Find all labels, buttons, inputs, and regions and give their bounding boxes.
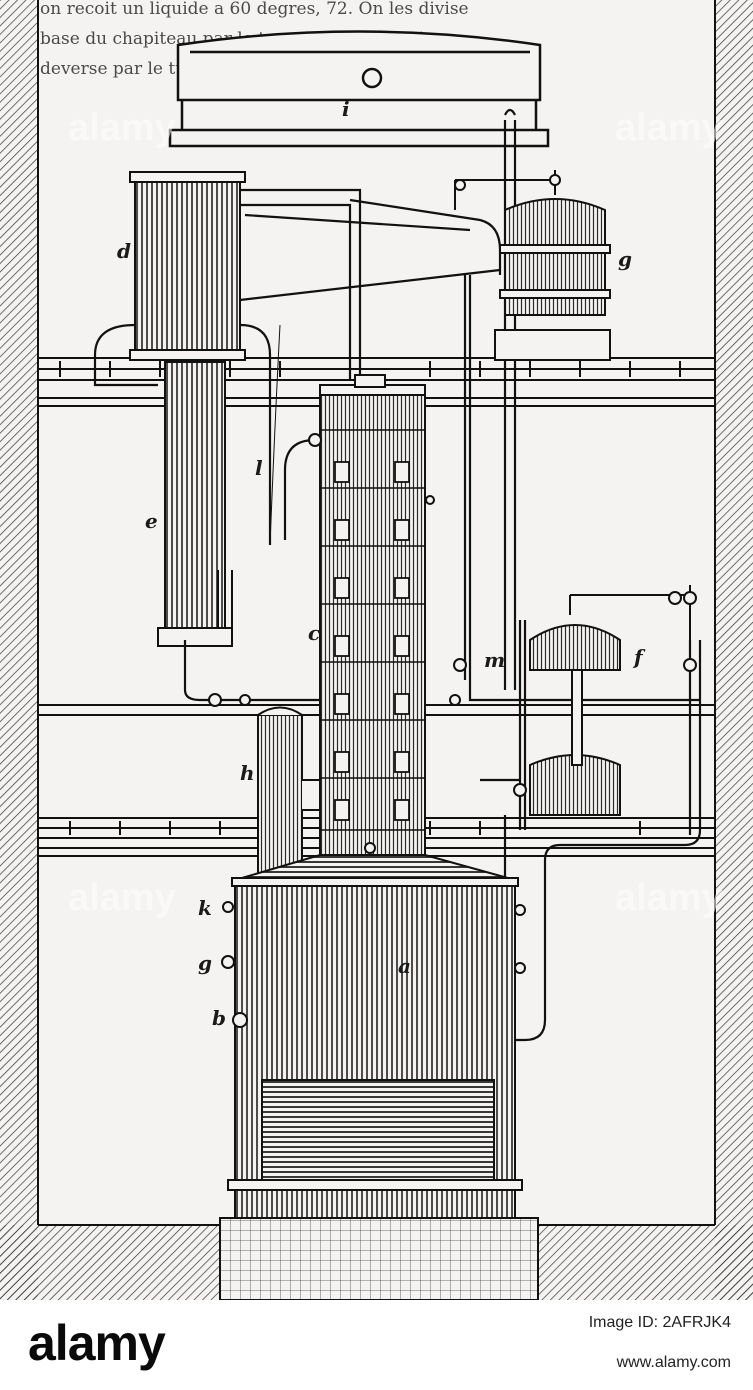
label-g-low: g	[198, 951, 212, 975]
column-c	[319, 374, 426, 856]
boiler-foundation	[219, 1217, 539, 1300]
vessel-h	[257, 706, 321, 876]
column-trays	[334, 461, 410, 821]
label-f: f	[632, 645, 646, 669]
watermarks: alamy alamy alamy alamy	[68, 107, 723, 919]
label-e: e	[145, 509, 158, 533]
watermark-mid-left: alamy	[68, 877, 176, 919]
image-url-text: www.alamy.com	[616, 1354, 731, 1371]
condenser-e	[157, 361, 233, 647]
tank-i	[168, 30, 550, 148]
boiler-a	[221, 854, 526, 1219]
engraving-illustration: on recoit un liquide a 60 degres, 72. On…	[0, 0, 753, 1300]
label-a: a	[398, 954, 411, 978]
image-id-text: Image ID: 2AFRJK4	[588, 1314, 731, 1331]
label-k: k	[198, 896, 212, 920]
watermark-mid-right: alamy	[615, 877, 723, 919]
footer-bar: alamy Image ID: 2AFRJK4 www.alamy.com	[0, 1300, 753, 1390]
label-h: h	[240, 761, 255, 785]
watermark-top-left: alamy	[68, 107, 176, 149]
label-g-top: g	[618, 247, 632, 271]
top-text-line-1: on recoit un liquide a 60 degres, 72. On…	[40, 0, 469, 19]
receiver-g	[454, 170, 611, 361]
condenser-d	[129, 171, 246, 361]
apparatus-f	[528, 585, 697, 819]
label-l: l	[255, 456, 263, 480]
column-bands	[320, 429, 425, 831]
label-i: i	[342, 97, 350, 121]
label-b: b	[212, 1006, 226, 1030]
alamy-logo: alamy	[28, 1315, 166, 1371]
valves	[208, 433, 697, 854]
diagram-labels: i d g l e c m f h k g a b	[117, 97, 646, 1030]
right-wall	[715, 0, 753, 1300]
label-c: c	[308, 621, 320, 645]
watermark-top-right: alamy	[615, 107, 723, 149]
left-wall	[0, 0, 38, 1300]
label-m: m	[484, 648, 505, 672]
label-d: d	[117, 239, 131, 263]
